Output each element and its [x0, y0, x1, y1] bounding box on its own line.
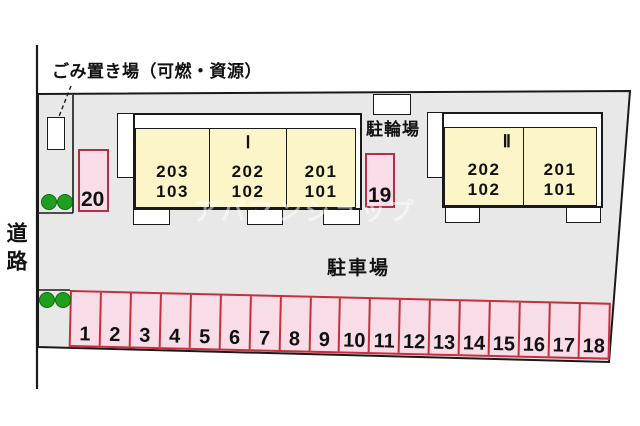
- building-2-numeral: Ⅱ: [502, 132, 511, 151]
- parking-stall-6: 6: [220, 295, 252, 350]
- shrub-icon: [55, 292, 71, 308]
- shrub-icon: [57, 194, 73, 210]
- building-1-entrance-left: [117, 113, 134, 178]
- garbage-area-label: ごみ置き場（可燃・資源）: [52, 62, 262, 81]
- building-1-units: 203 103 Ⅰ 202 102 201 101: [135, 128, 356, 208]
- parking-stall-14: 14: [459, 301, 491, 355]
- parking-stall-1: 1: [70, 292, 102, 346]
- unit-202-102-bldg1: Ⅰ 202 102: [210, 129, 287, 207]
- car-parking-label: 駐車場: [327, 258, 391, 279]
- parking-stall-2: 2: [100, 292, 132, 347]
- parking-stall-7: 7: [250, 296, 282, 350]
- parking-stall-5: 5: [190, 294, 222, 349]
- unit-203-103: 203 103: [136, 129, 210, 207]
- garbage-pointer-line: [57, 85, 72, 120]
- bicycle-parking-label: 駐輪場: [366, 120, 420, 139]
- garbage-collection-box: [47, 117, 65, 150]
- building-1: 203 103 Ⅰ 202 102 201 101: [133, 113, 362, 210]
- building-2-entrance-left: [427, 112, 443, 178]
- watermark-text: アパマンショップ: [193, 198, 417, 226]
- parking-stall-11: 11: [369, 299, 402, 353]
- unit-202-102-bldg2: Ⅱ 202 102: [445, 128, 524, 205]
- parking-stall-19: 19: [365, 153, 395, 208]
- building-1-porch-2: [247, 209, 283, 225]
- shrub-icon: [39, 292, 55, 308]
- building-1-numeral: Ⅰ: [245, 133, 251, 152]
- parking-stall-10: 10: [340, 298, 372, 353]
- parking-stall-9: 9: [310, 297, 342, 352]
- unit-201-101-bldg2: 201 101: [543, 159, 577, 199]
- parking-stall-20: 20: [78, 149, 109, 212]
- parking-stall-17: 17: [549, 303, 581, 358]
- shrub-icon: [41, 194, 57, 210]
- unit-201-101-bldg1: 201 101: [304, 161, 338, 201]
- bicycle-parking-box: [373, 94, 411, 115]
- road-label: 道路: [4, 222, 27, 278]
- parking-stall-13: 13: [429, 300, 462, 355]
- parking-stall-15: 15: [489, 301, 521, 356]
- building-2-porch-1: [445, 207, 480, 223]
- building-1-porch-1: [133, 209, 170, 225]
- parking-stall-16: 16: [519, 302, 551, 357]
- building-2: Ⅱ 202 102 201 101: [442, 112, 603, 208]
- parking-stall-12: 12: [399, 299, 432, 354]
- building-2-porch-2: [566, 207, 601, 223]
- building-2-units: Ⅱ 202 102 201 101: [444, 127, 597, 206]
- parking-stall-8: 8: [280, 296, 312, 351]
- parking-stall-3: 3: [130, 293, 162, 348]
- building-1-porch-3: [323, 209, 360, 225]
- parking-stall-4: 4: [160, 294, 192, 348]
- parking-stall-18: 18: [582, 335, 606, 358]
